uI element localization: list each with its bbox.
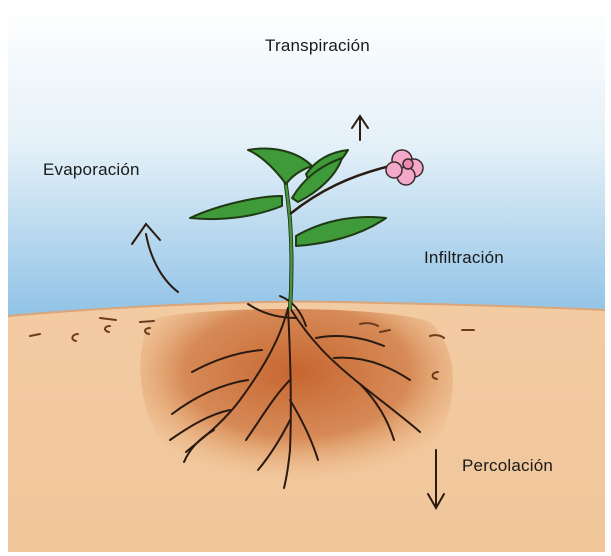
label-transpiration: Transpiración (265, 36, 370, 56)
label-infiltration: Infiltración (424, 248, 504, 268)
label-percolation: Percolación (462, 456, 553, 476)
wet-soil-zone (140, 309, 453, 489)
label-evaporation: Evaporación (43, 160, 140, 180)
